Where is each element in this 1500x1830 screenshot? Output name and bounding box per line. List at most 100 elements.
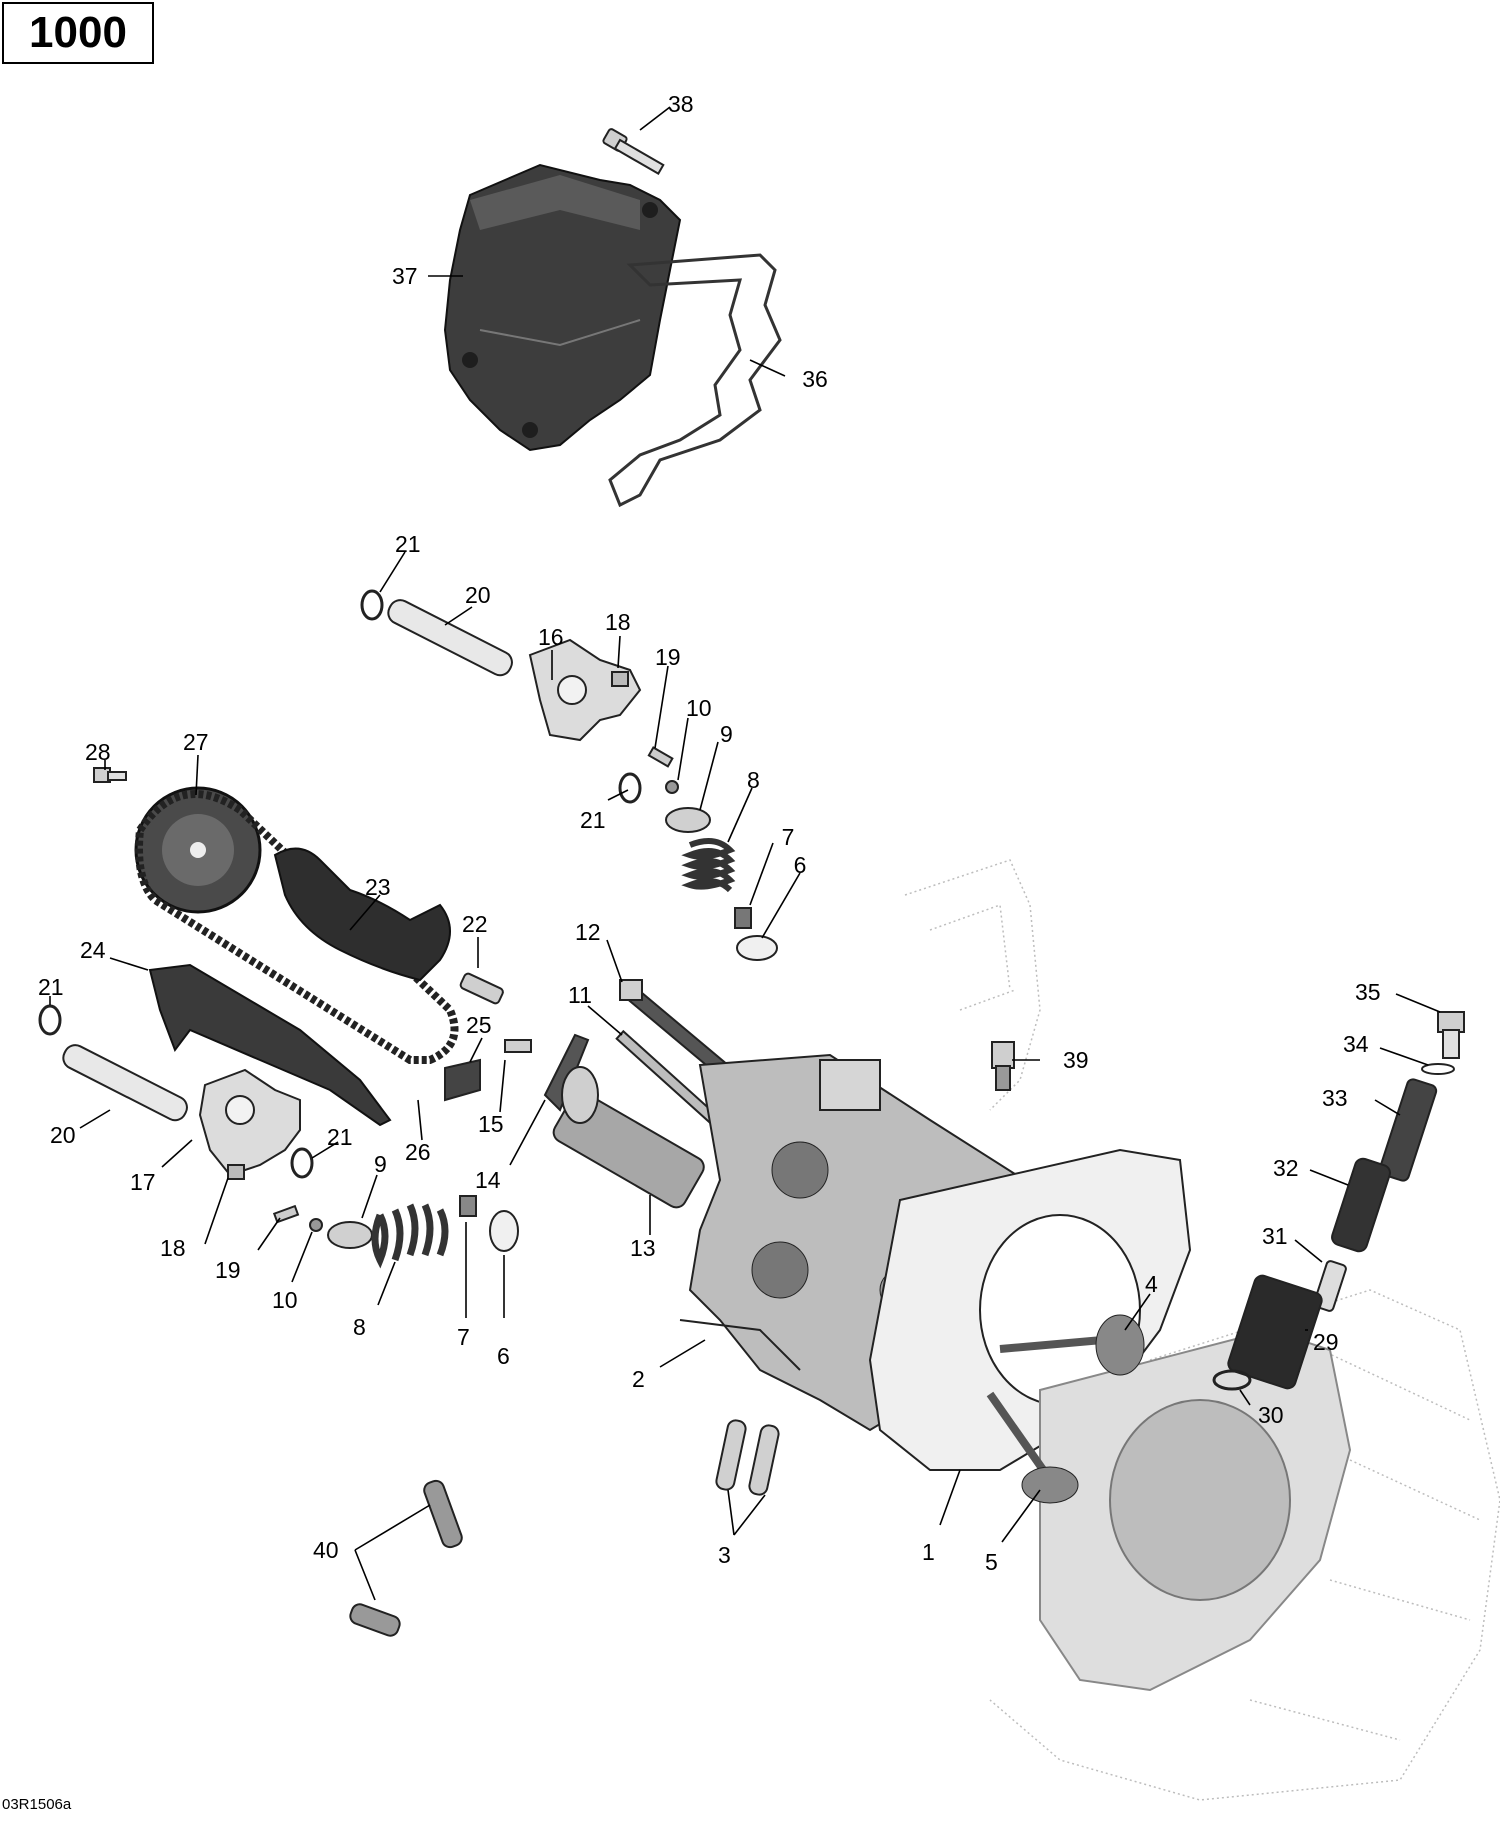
spring-retainer bbox=[327, 1221, 373, 1249]
adjuster-screw bbox=[272, 1204, 300, 1224]
lock-nut bbox=[227, 1164, 245, 1180]
callout-label: 9 bbox=[720, 721, 733, 747]
callout-label: 9 bbox=[374, 1151, 387, 1177]
valve-cotter bbox=[665, 780, 679, 794]
o-ring bbox=[1212, 1369, 1252, 1391]
callout-label: 12 bbox=[575, 919, 601, 945]
callout-label: 18 bbox=[160, 1235, 186, 1261]
callout-label: 13 bbox=[630, 1235, 656, 1261]
camshaft bbox=[552, 1066, 705, 1209]
callout-label: 25 bbox=[466, 1012, 492, 1038]
callout-label: 7 bbox=[782, 824, 795, 850]
tensioner-plunger bbox=[1331, 1157, 1391, 1253]
callout-label: 29 bbox=[1313, 1329, 1339, 1355]
valve-cotter bbox=[309, 1218, 323, 1232]
callout-label: 31 bbox=[1262, 1223, 1288, 1249]
callout-label: 4 bbox=[1145, 1271, 1158, 1297]
callout-label: 21 bbox=[395, 531, 421, 557]
o-ring bbox=[38, 1004, 62, 1036]
tensioner-bolt bbox=[1437, 1011, 1465, 1059]
lock-nut bbox=[611, 671, 629, 687]
tensioner-housing bbox=[1227, 1274, 1323, 1390]
callout-label: 21 bbox=[327, 1124, 353, 1150]
callout-label: 15 bbox=[478, 1111, 504, 1137]
callout-label: 37 bbox=[392, 263, 418, 289]
drawing-code: 03R1506a bbox=[2, 1796, 72, 1813]
camshaft-sprocket-and-chain bbox=[134, 786, 459, 1064]
callout-label: 7 bbox=[457, 1324, 470, 1350]
callout-label: 39 bbox=[1063, 1047, 1089, 1073]
callout-label: 1 bbox=[922, 1539, 935, 1565]
callout-label: 21 bbox=[580, 807, 606, 833]
callout-label: 33 bbox=[1322, 1085, 1348, 1111]
callout-label: 8 bbox=[353, 1314, 366, 1340]
pivot-bolt bbox=[459, 972, 504, 1005]
model-label: 1000 bbox=[29, 8, 127, 57]
callout-label: 26 bbox=[405, 1139, 431, 1165]
rocker-arm-upper bbox=[528, 638, 642, 742]
callout-label: 36 bbox=[802, 366, 828, 392]
chain-tensioner-guide bbox=[148, 963, 392, 1127]
callout-label: 22 bbox=[462, 911, 488, 937]
callout-label: 28 bbox=[85, 739, 111, 765]
callout-label: 32 bbox=[1273, 1155, 1299, 1181]
o-ring bbox=[360, 589, 384, 621]
callout-label: 8 bbox=[747, 767, 760, 793]
callout-label: 11 bbox=[568, 982, 592, 1008]
callout-label: 14 bbox=[475, 1167, 501, 1193]
adjuster-screw bbox=[647, 746, 674, 768]
callout-label: 17 bbox=[130, 1169, 156, 1195]
callout-label: 19 bbox=[655, 644, 681, 670]
sealing-ring bbox=[1421, 1063, 1455, 1075]
cover-screw bbox=[602, 128, 665, 176]
callout-label: 10 bbox=[272, 1287, 298, 1313]
callout-label: 19 bbox=[215, 1257, 241, 1283]
callout-label: 24 bbox=[80, 937, 106, 963]
valve-cover-gasket bbox=[608, 253, 782, 508]
callout-label: 10 bbox=[686, 695, 712, 721]
callout-label: 40 bbox=[313, 1537, 339, 1563]
callout-label: 20 bbox=[50, 1122, 76, 1148]
callout-label: 6 bbox=[497, 1343, 510, 1369]
callout-label: 21 bbox=[38, 974, 64, 1000]
callout-label: 18 bbox=[605, 609, 631, 635]
spring-seat bbox=[489, 1210, 519, 1252]
stopper-screw bbox=[504, 1039, 532, 1053]
valve-stem-seal bbox=[459, 1195, 477, 1217]
valve-spring-lower bbox=[371, 1203, 449, 1269]
callout-label: 2 bbox=[632, 1366, 645, 1392]
intake-valve bbox=[986, 1391, 1079, 1504]
ghost-engine-outline bbox=[904, 859, 1500, 1801]
valve-stem-seal bbox=[734, 907, 752, 929]
callout-label: 30 bbox=[1258, 1402, 1284, 1428]
callout-label: 20 bbox=[465, 582, 491, 608]
spark-plug bbox=[991, 1041, 1015, 1091]
callout-label: 27 bbox=[183, 729, 209, 755]
rocker-arm-lower bbox=[198, 1068, 301, 1177]
o-ring bbox=[290, 1147, 314, 1179]
callout-label: 38 bbox=[668, 91, 694, 117]
tensioner-spring bbox=[1378, 1078, 1438, 1182]
dowel-pin bbox=[715, 1419, 747, 1491]
camshaft-retainer bbox=[543, 1033, 590, 1112]
sprocket-screw bbox=[93, 767, 127, 783]
callout-label: 3 bbox=[718, 1542, 731, 1568]
callout-label: 16 bbox=[538, 624, 564, 650]
exhaust-valve bbox=[999, 1314, 1145, 1376]
dowel-pin bbox=[748, 1424, 780, 1496]
chain-guide-stopper bbox=[444, 1058, 481, 1102]
o-ring bbox=[618, 772, 642, 804]
callout-label: 35 bbox=[1355, 979, 1381, 1005]
spring-seat bbox=[736, 935, 778, 961]
callout-label: 5 bbox=[985, 1549, 998, 1575]
cylinder bbox=[1039, 1328, 1352, 1692]
callout-label: 34 bbox=[1343, 1031, 1369, 1057]
spring-retainer bbox=[665, 807, 711, 833]
valve-spring-upper bbox=[681, 838, 736, 893]
rocker-shaft-lower bbox=[62, 1044, 188, 1122]
stud bbox=[349, 1603, 401, 1637]
rocker-shaft-upper bbox=[387, 599, 513, 677]
stud bbox=[423, 1479, 463, 1549]
